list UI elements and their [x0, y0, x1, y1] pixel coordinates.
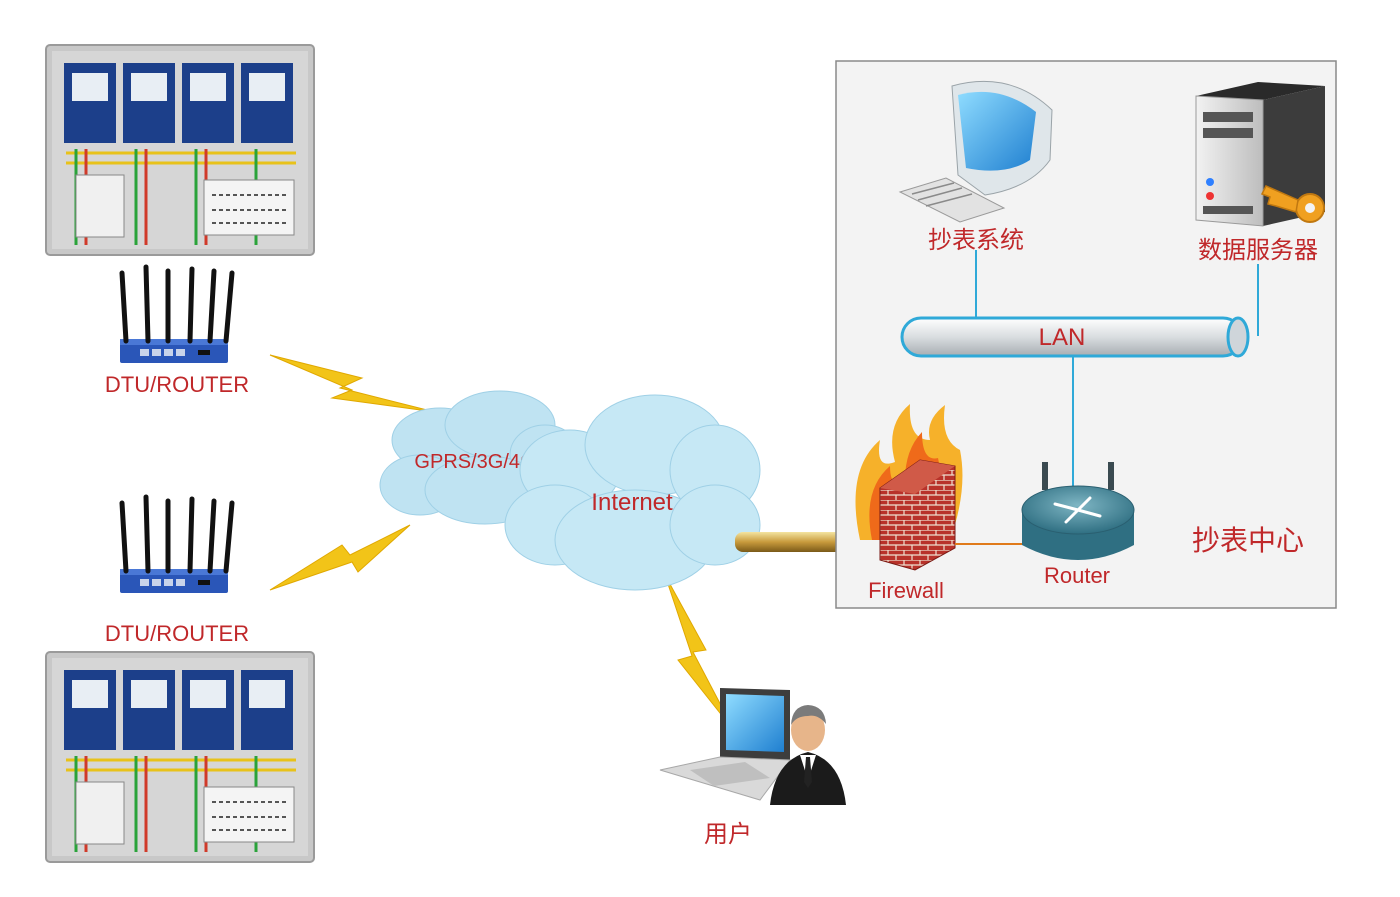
meter-box-bottom: [44, 650, 316, 864]
firewall-label: Firewall: [868, 578, 944, 603]
meter-center-title: 抄表中心: [1192, 524, 1304, 557]
router-label: Router: [1044, 563, 1110, 588]
internet-label: Internet: [591, 489, 673, 516]
meter-box-top: [44, 43, 316, 257]
meter-system-label: 抄表系统: [928, 226, 1024, 254]
key-icon: [1260, 185, 1325, 223]
dtu-router-bottom-icon: [120, 497, 232, 593]
internet-cloud-icon: [504, 394, 761, 591]
laptop-icon: [659, 688, 791, 801]
wireless-network-label: GPRS/3G/4G: [414, 451, 535, 473]
router-icon: [1021, 462, 1135, 560]
lan-bus: [900, 316, 1250, 358]
user-avatar-icon: [770, 705, 846, 805]
user-label: 用户: [704, 820, 752, 848]
internet-uplink: [735, 532, 865, 552]
dtu-router-top-icon: [120, 267, 232, 363]
dtu-router-top-label: DTU/ROUTER: [105, 372, 249, 397]
desktop-computer-icon: [898, 80, 1053, 223]
data-server-icon: [1195, 82, 1325, 227]
wireless-link-top-icon: [269, 354, 436, 413]
wireless-link-bottom-icon: [269, 524, 411, 591]
data-server-label: 数据服务器: [1198, 236, 1318, 264]
lan-label: LAN: [1039, 324, 1086, 351]
firewall-icon: [855, 404, 963, 571]
dtu-router-bottom-label: DTU/ROUTER: [105, 621, 249, 646]
